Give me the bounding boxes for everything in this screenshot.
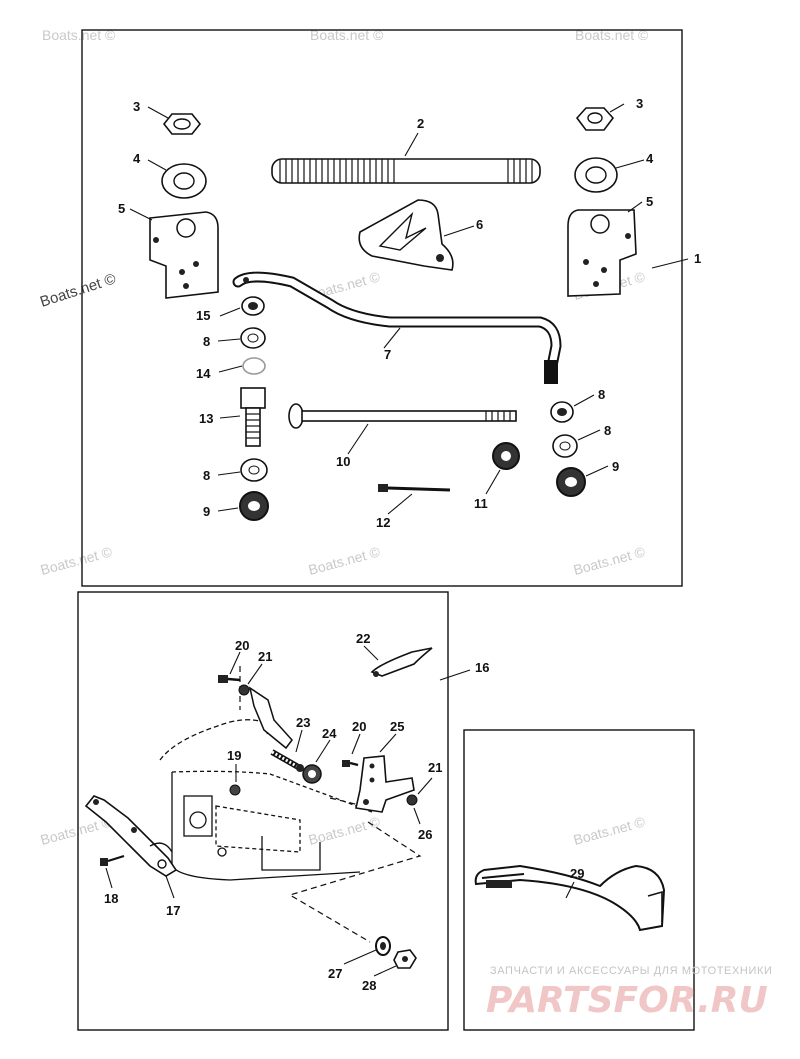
watermark: Boats.net ©: [307, 543, 383, 578]
carriage-bolt-part: [288, 403, 517, 429]
cable-tie-part: [378, 484, 451, 492]
handle-grip-part: 29: [474, 864, 666, 932]
lock-nut-part: [556, 467, 586, 497]
callout-22: 22: [356, 631, 370, 646]
mounting-bracket-part: [355, 755, 415, 813]
mounting-bracket-part: [149, 211, 219, 299]
callout-numbers: 20 21 22 16 23 24 20 25 21 19 26 18 17 2…: [104, 631, 489, 993]
callout-10: 10: [336, 454, 350, 469]
watermark: Boats.net ©: [575, 27, 649, 43]
leader-lines: [129, 103, 689, 515]
callout-17: 17: [166, 903, 180, 918]
washer-part: [375, 936, 391, 956]
hex-nut-part: [229, 784, 241, 796]
hex-nut-part: [550, 401, 574, 423]
callout-21: 21: [428, 760, 442, 775]
watermark: Boats.net ©: [39, 543, 115, 578]
callout-20: 20: [235, 638, 249, 653]
upper-panel-frame: [81, 29, 683, 587]
callout-4: 4: [133, 151, 141, 166]
threaded-stud-part: [270, 749, 304, 772]
threaded-stud-part: [271, 158, 541, 184]
callout-16: 16: [475, 660, 489, 675]
watermark: Boats.net ©: [42, 27, 116, 43]
callout-8: 8: [203, 334, 210, 349]
callout-5: 5: [646, 194, 653, 209]
link-rod-part: [232, 271, 562, 384]
callout-18: 18: [104, 891, 118, 906]
hex-nut-part: [162, 113, 202, 135]
washer-part: [240, 327, 266, 349]
callout-15: 15: [196, 308, 210, 323]
lower-left-panel-frame: [77, 591, 449, 1031]
washer-part: [552, 434, 578, 458]
callout-3: 3: [133, 99, 140, 114]
callout-8: 8: [203, 468, 210, 483]
callout-21: 21: [258, 649, 272, 664]
lock-nut-part: [239, 491, 269, 521]
callout-14: 14: [196, 366, 211, 381]
throttle-lever-part: [84, 795, 178, 877]
throttle-arm-part: [248, 686, 293, 750]
lock-nut-part: [492, 442, 520, 470]
watermark: Boats.net ©: [307, 813, 383, 848]
screw-part: [100, 854, 125, 866]
watermark: Boats.net ©: [38, 270, 118, 310]
washer-part: [574, 157, 618, 193]
leader-lines: [105, 645, 471, 977]
callout-6: 6: [476, 217, 483, 232]
lock-nut-part: [393, 949, 417, 969]
screw-part: [218, 675, 241, 683]
bushing-part: [242, 357, 266, 375]
screw-part: [342, 760, 359, 767]
callout-23: 23: [296, 715, 310, 730]
callout-19: 19: [227, 748, 241, 763]
callout-8: 8: [598, 387, 605, 402]
callout-20: 20: [352, 719, 366, 734]
callout-numbers: 3 4 5 3 4 5 2 6 1 15 8 14 13 8 9 7 10 11…: [118, 96, 701, 530]
callout-9: 9: [203, 504, 210, 519]
callout-25: 25: [390, 719, 404, 734]
callout-29: 29: [570, 866, 584, 881]
hex-nut-part: [241, 296, 265, 316]
mounting-bracket-part: [567, 209, 637, 297]
callout-5: 5: [118, 201, 125, 216]
cam-plate-part: [358, 199, 454, 271]
callout-7: 7: [384, 347, 391, 362]
callout-3: 3: [636, 96, 643, 111]
callout-1: 1: [694, 251, 701, 266]
callout-9: 9: [612, 459, 619, 474]
callout-2: 2: [417, 116, 424, 131]
washer-part: [161, 163, 207, 199]
callout-11: 11: [474, 496, 488, 511]
watermark: Boats.net ©: [572, 813, 648, 848]
callout-27: 27: [328, 966, 342, 981]
watermark: Boats.net ©: [310, 27, 384, 43]
lock-nut-part: [302, 764, 322, 784]
brand-tagline: ЗАПЧАСТИ И АКСЕССУАРЫ ДЛЯ МОТОТЕХНИКИ: [490, 965, 772, 977]
callout-13: 13: [199, 411, 213, 426]
callout-26: 26: [418, 827, 432, 842]
callout-4: 4: [646, 151, 654, 166]
callout-12: 12: [376, 515, 390, 530]
bolt-part: [240, 387, 266, 447]
callout-24: 24: [322, 726, 337, 741]
washer-part: [238, 684, 250, 696]
wire-link-part: [370, 647, 433, 677]
brand-watermark: ЗАПЧАСТИ И АКСЕССУАРЫ ДЛЯ МОТОТЕХНИКИ PA…: [486, 965, 772, 1021]
lower-right-panel-frame: [463, 729, 695, 1031]
watermark: Boats.net ©: [572, 543, 648, 578]
callout-8: 8: [604, 423, 611, 438]
hex-nut-part: [575, 107, 615, 131]
washer-part: [406, 794, 418, 806]
callout-28: 28: [362, 978, 376, 993]
washer-part: [240, 458, 268, 482]
brand-logo: PARTSFOR.RU: [486, 980, 768, 1021]
